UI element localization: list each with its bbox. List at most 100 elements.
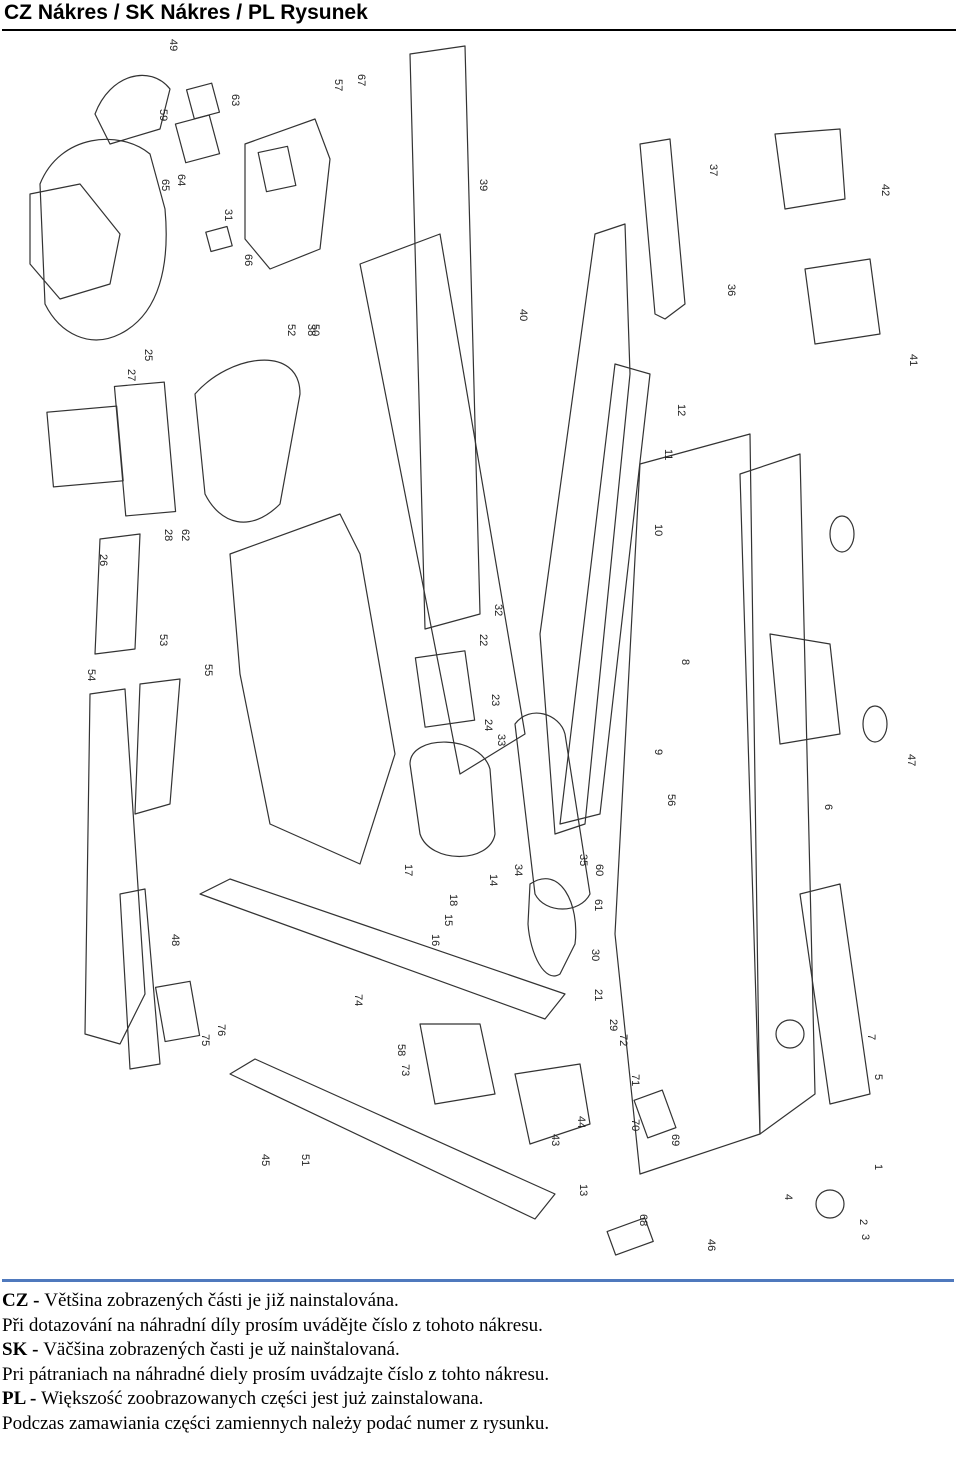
part-label-27: 27	[125, 369, 137, 381]
part-label-26: 26	[97, 554, 109, 566]
note-pl-line2: Podczas zamawiania części zamiennych nal…	[2, 1412, 550, 1434]
part-label-48: 48	[169, 934, 181, 946]
wheel-lower	[815, 1189, 845, 1219]
handrail-grip-53	[94, 533, 141, 655]
part-label-61: 61	[592, 899, 604, 911]
part-label-6: 6	[822, 804, 834, 810]
console-display-frame	[29, 183, 121, 300]
lang-code-sk: SK -	[2, 1339, 44, 1361]
console-display-panel	[46, 405, 124, 488]
part-label-64: 64	[175, 174, 187, 186]
part-label-58: 58	[395, 1044, 407, 1056]
part-label-62: 62	[179, 529, 191, 541]
part-label-35: 35	[577, 854, 589, 866]
wheel-upper	[775, 1019, 805, 1049]
handrail-left-upright	[84, 688, 146, 1045]
handrail-grip-lower	[134, 678, 181, 815]
fan-bracket	[185, 82, 221, 120]
part-label-12: 12	[675, 404, 687, 416]
part-label-39: 39	[477, 179, 489, 191]
heart-rate-plate	[194, 359, 301, 523]
part-label-43: 43	[549, 1134, 561, 1146]
part-label-9: 9	[652, 749, 664, 755]
part-label-3: 3	[859, 1234, 871, 1240]
leveling-foot-top	[829, 515, 855, 553]
part-label-18: 18	[447, 894, 459, 906]
part-label-70: 70	[629, 1119, 641, 1131]
part-label-21: 21	[592, 989, 604, 1001]
part-label-60: 60	[593, 864, 605, 876]
part-label-11: 11	[662, 449, 674, 460]
part-label-28: 28	[162, 529, 174, 541]
part-label-73: 73	[399, 1064, 411, 1076]
part-label-44: 44	[575, 1116, 587, 1128]
part-label-67: 67	[355, 74, 367, 86]
part-label-16: 16	[429, 934, 441, 946]
frame-rear-rail	[769, 633, 841, 745]
part-label-24: 24	[482, 719, 494, 731]
drive-motor	[409, 741, 496, 858]
console-top	[94, 74, 171, 145]
note-sk-line2: Pri pátraniach na náhradné diely prosím …	[2, 1363, 550, 1385]
motor-controller-box	[205, 225, 233, 253]
part-label-59: 59	[157, 109, 169, 121]
bracket-69	[633, 1089, 677, 1139]
part-label-23: 23	[489, 694, 501, 706]
motor-plate-58	[419, 1023, 496, 1105]
motor-control-board	[414, 650, 476, 728]
part-label-42: 42	[879, 184, 891, 196]
part-label-30: 30	[589, 949, 601, 961]
part-label-31: 31	[222, 209, 234, 221]
part-label-72: 72	[617, 1034, 629, 1046]
note-pl-line1: PL - Większość zoobrazowanych części jes…	[2, 1388, 484, 1410]
lang-code-pl: PL -	[2, 1388, 42, 1410]
part-label-63: 63	[229, 94, 241, 106]
running-deck	[539, 223, 631, 835]
footer-divider	[2, 1279, 954, 1282]
note-sk-line1: SK - Väčšina zobrazených časti je už nai…	[2, 1339, 400, 1361]
frame-rail-inner	[739, 453, 816, 1135]
part-label-57: 57	[332, 79, 344, 91]
page-header: CZ Nákres / SK Nákres / PL Rysunek	[0, 0, 960, 34]
lang-code-cz: CZ -	[2, 1290, 45, 1311]
part-label-52: 52	[285, 324, 297, 336]
part-label-36: 36	[725, 284, 737, 296]
part-label-17: 17	[402, 864, 414, 876]
bracket-75	[154, 980, 201, 1043]
part-label-46: 46	[705, 1239, 717, 1251]
part-label-54: 54	[85, 669, 97, 681]
drive-belt	[527, 878, 577, 977]
part-label-2: 2	[857, 1219, 869, 1225]
diagram-canvas: 1234567891011121314151617182122232425262…	[29, 39, 919, 1256]
part-label-49: 49	[167, 39, 179, 51]
part-label-37: 37	[707, 164, 719, 176]
part-number-labels: 1234567891011121314151617182122232425262…	[85, 39, 919, 1251]
part-label-74: 74	[352, 994, 364, 1006]
part-label-25: 25	[142, 349, 154, 361]
part-label-33: 33	[495, 734, 507, 746]
part-label-38: 38	[305, 324, 317, 336]
part-label-29: 29	[607, 1019, 619, 1031]
front-roller	[514, 712, 591, 910]
part-label-40: 40	[517, 309, 529, 321]
part-label-10: 10	[652, 524, 664, 536]
part-label-50: 50	[309, 324, 321, 336]
rear-end-cap-41	[804, 258, 881, 345]
part-label-41: 41	[907, 354, 919, 366]
lift-frame	[799, 883, 871, 1105]
rear-roller	[639, 138, 686, 320]
rear-end-cap-42	[774, 128, 846, 210]
page-title: CZ Nákres / SK Nákres / PL Rysunek	[4, 1, 368, 24]
incline-motor	[514, 1063, 591, 1145]
part-label-7: 7	[865, 1034, 877, 1040]
part-label-45: 45	[259, 1154, 271, 1166]
part-label-22: 22	[477, 634, 489, 646]
part-label-66: 66	[242, 254, 254, 266]
part-label-4: 4	[782, 1194, 794, 1200]
console-back-plate	[113, 381, 177, 517]
part-label-47: 47	[905, 754, 917, 766]
running-board	[559, 363, 651, 825]
part-label-15: 15	[442, 914, 454, 926]
side-rail-40	[359, 233, 526, 775]
